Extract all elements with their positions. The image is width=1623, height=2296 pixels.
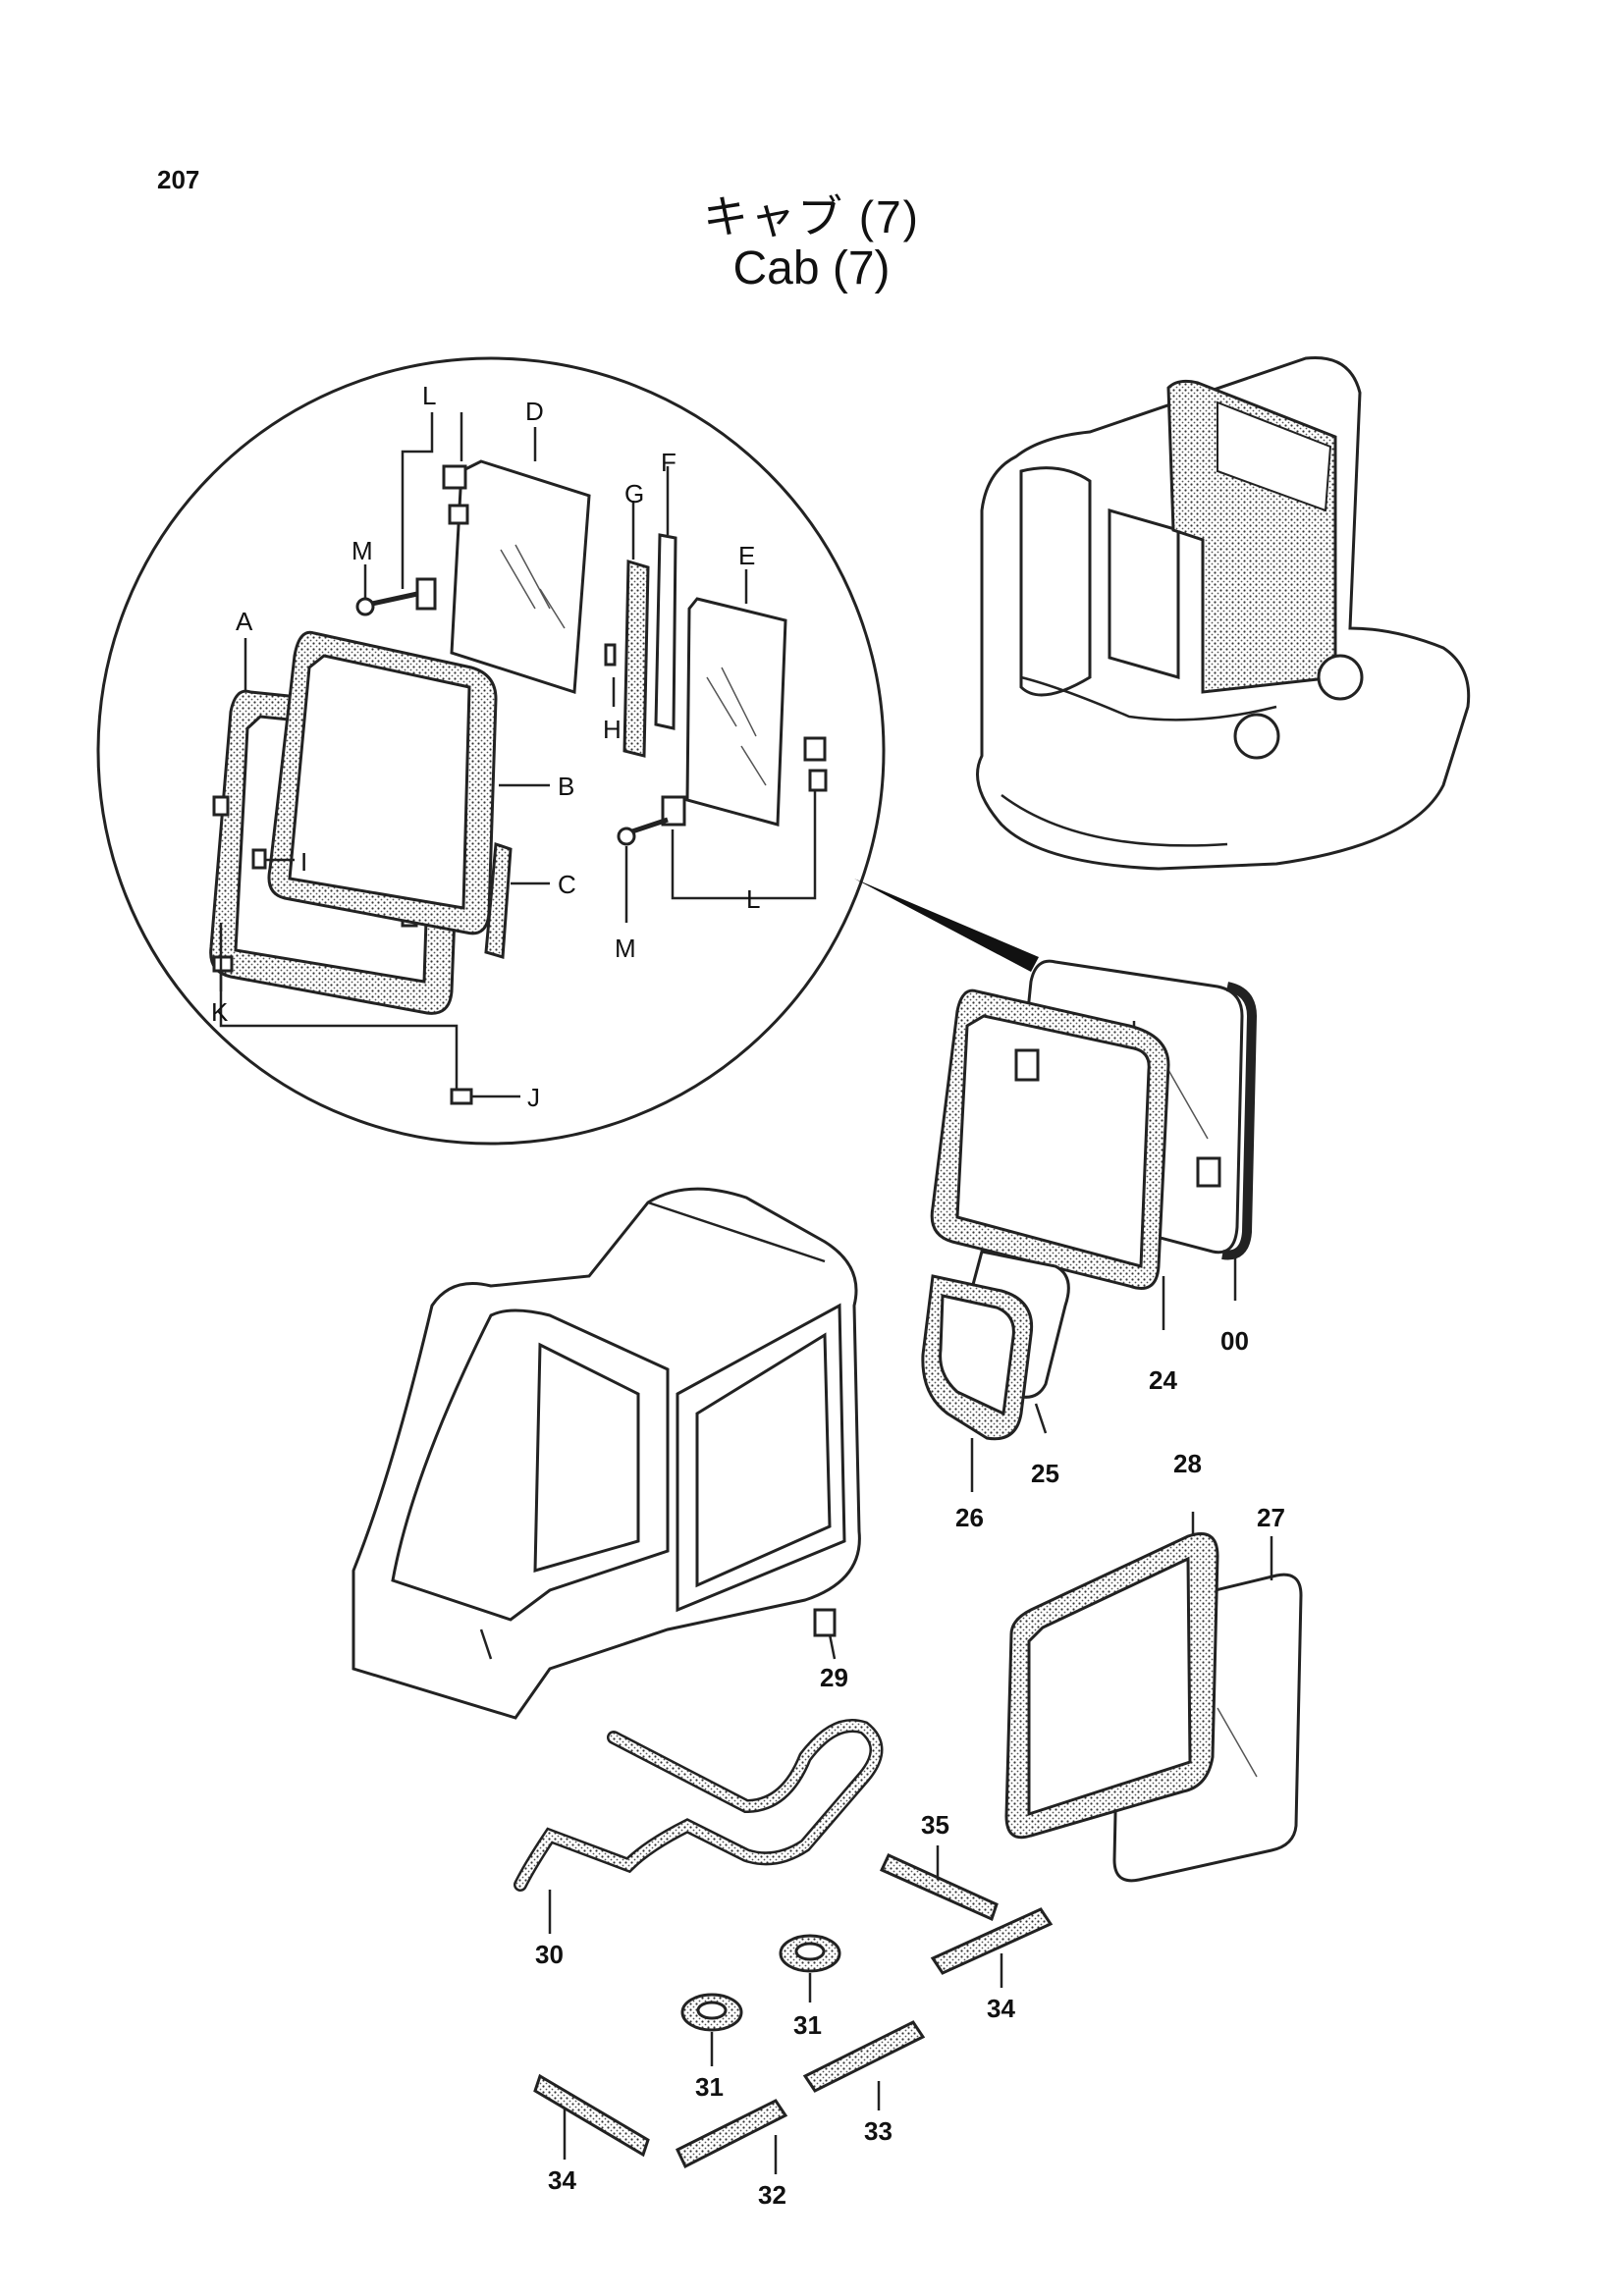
foam-strip-34-left xyxy=(533,2073,650,2158)
rear-seal-28 xyxy=(1004,1532,1219,1840)
seal-strip-g xyxy=(622,559,650,758)
callout-34-right: 34 xyxy=(987,1994,1015,2023)
callout-d: D xyxy=(525,397,544,426)
callout-e: E xyxy=(738,541,755,570)
seal-strip-f xyxy=(654,533,677,730)
foam-strip-35 xyxy=(879,1853,999,1922)
callout-24: 24 xyxy=(1149,1365,1177,1395)
weatherstrip-30 xyxy=(514,1719,884,1892)
callout-f: F xyxy=(661,448,676,477)
glass-part-e xyxy=(685,597,787,827)
callout-00: 00 xyxy=(1220,1326,1249,1356)
callout-c: C xyxy=(558,870,576,899)
part-k xyxy=(212,955,234,973)
screw-parts-m xyxy=(355,591,669,846)
title-english: Cab (7) xyxy=(732,242,891,294)
callout-i: I xyxy=(300,847,307,877)
seal-part-c xyxy=(484,841,513,959)
foam-strip-32 xyxy=(676,2099,788,2169)
number-leader-lines xyxy=(479,1255,1273,2174)
part-h xyxy=(604,643,617,667)
foam-strip-34-right xyxy=(930,1907,1054,1975)
glass-part-d xyxy=(450,459,591,695)
page-number: 207 xyxy=(157,165,200,194)
detail-pointer xyxy=(854,879,1039,972)
grommet-31-a xyxy=(680,1993,743,2032)
callout-26: 26 xyxy=(955,1503,984,1532)
small-seal-26 xyxy=(921,1274,1034,1441)
callout-b: B xyxy=(558,772,574,801)
callout-k: K xyxy=(211,997,229,1027)
callout-29: 29 xyxy=(820,1663,848,1692)
callout-32: 32 xyxy=(758,2180,786,2210)
title-japanese: キャブ (7) xyxy=(703,191,920,242)
foam-strip-33 xyxy=(802,2020,926,2093)
callout-a: A xyxy=(236,607,253,636)
callout-j: J xyxy=(527,1083,540,1112)
detail-leader-lines xyxy=(219,412,817,1098)
callout-m-left: M xyxy=(352,536,373,565)
callout-31-b: 31 xyxy=(793,2010,822,2040)
overview-machine xyxy=(976,355,1471,871)
callout-m-bottom: M xyxy=(615,934,636,963)
cab-body xyxy=(352,1187,861,1720)
callout-l-bottom: L xyxy=(746,884,760,914)
callout-l-top: L xyxy=(422,381,436,410)
callout-30: 30 xyxy=(535,1940,564,1969)
callout-31-a: 31 xyxy=(695,2072,724,2102)
callout-27: 27 xyxy=(1257,1503,1285,1532)
door-seal-24 xyxy=(930,988,1170,1290)
callout-35: 35 xyxy=(921,1810,949,1840)
callout-33: 33 xyxy=(864,2116,893,2146)
detail-view-circle: L D F G E M A H B I C L M K J xyxy=(96,356,886,1146)
callout-28: 28 xyxy=(1173,1449,1202,1478)
callout-25: 25 xyxy=(1031,1459,1059,1488)
part-i xyxy=(251,848,267,870)
grommet-31-b xyxy=(779,1934,841,1973)
callout-h: H xyxy=(603,715,622,744)
seal-part-b xyxy=(267,630,498,935)
callout-g: G xyxy=(624,479,644,508)
callout-34-left: 34 xyxy=(548,2165,576,2195)
part-j xyxy=(450,1088,473,1105)
